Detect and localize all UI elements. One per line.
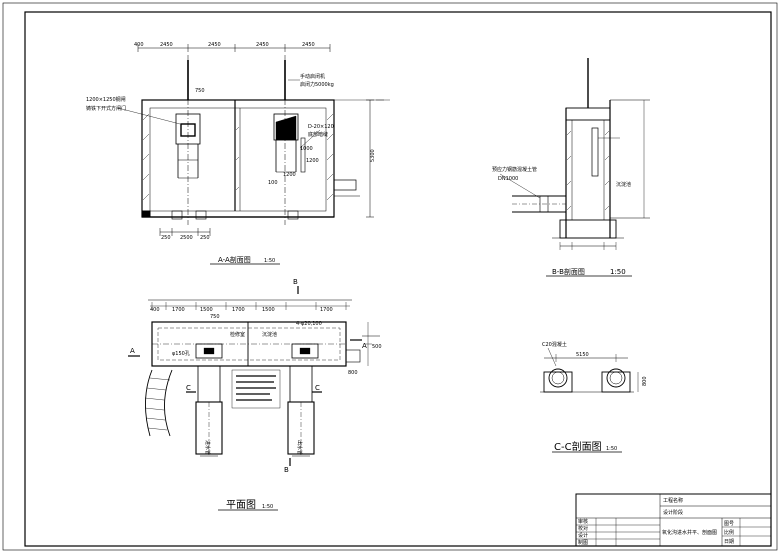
aa-dim-100: 100	[268, 180, 278, 186]
plan-dim-750: 750	[210, 314, 220, 320]
tb-label-scale: 比例	[724, 529, 734, 536]
aa-dim-750: 750	[195, 88, 205, 94]
section-cc-text: C20混凝土 5150 800 C-C剖面图 1:50	[542, 341, 648, 453]
plan-dim-3: 1500	[200, 307, 213, 313]
aa-scale: 1:50	[264, 258, 275, 264]
plan-dim-bolts: 4-φ20,100	[296, 321, 322, 327]
aa-dim-bottom-2: 2500	[180, 235, 193, 241]
cc-dim-height: 800	[642, 376, 648, 386]
aa-title: A-A剖面图	[218, 255, 251, 264]
tb-label-date: 日期	[724, 539, 734, 545]
section-cc-view	[540, 347, 639, 453]
cc-scale: 1:50	[606, 446, 617, 452]
tb-label-review: 审核	[578, 518, 588, 525]
bb-note-pipe: 预应力钢筋混凝土管	[492, 166, 537, 173]
plan-note-outlet: 出水管	[296, 440, 303, 455]
tb-design-stage: 设计阶段	[663, 509, 683, 516]
plan-title: 平面图	[226, 499, 256, 511]
plan-mark-b-bottom: B	[284, 466, 289, 474]
aa-dim-1200: 1200	[283, 172, 296, 178]
section-aa-text: 400 2450 2450 2450 2450 1200×1250钢闸 铸铁下开…	[86, 42, 376, 264]
inner-border	[24, 11, 772, 547]
section-bb-text: 预应力钢筋混凝土管 DN1000 沉淀池 B-B剖面图 1:50	[492, 166, 631, 276]
bb-note-dn: DN1000	[498, 176, 518, 182]
plan-mark-c-right: C	[315, 384, 320, 392]
cc-note-concrete: C20混凝土	[542, 341, 567, 348]
plan-scale: 1:50	[262, 504, 273, 510]
tb-label-number: 图号	[724, 521, 734, 527]
aa-dim-bottom-1: 250	[161, 235, 171, 241]
section-aa-view	[117, 44, 390, 265]
aa-dim-top-3: 2450	[208, 42, 221, 48]
bb-scale: 1:50	[610, 268, 626, 276]
plan-text: 400 1700 1500 1700 1500 1700 750 4-φ20,1…	[130, 278, 382, 511]
aa-dim-top-4: 2450	[256, 42, 269, 48]
aa-dim-top-2: 2450	[160, 42, 173, 48]
bb-title: B-B剖面图	[552, 267, 585, 276]
bb-note-tank: 沉淀池	[616, 181, 631, 188]
section-bb-view	[499, 58, 650, 277]
plan-note-room: 检修室	[230, 331, 245, 338]
plan-mark-c-left: C	[186, 384, 191, 392]
plan-note-tank: 沉淀池	[262, 331, 277, 338]
aa-dim-top-1: 400	[134, 42, 144, 48]
plan-view	[128, 286, 380, 511]
tb-drawing-name: 氧化沟进水井平、剖面图	[662, 529, 717, 536]
cc-dim-width: 5150	[576, 352, 589, 358]
tb-project-name: 工程名称	[663, 497, 683, 504]
tb-label-check: 校对	[578, 525, 588, 532]
plan-dim-5: 1500	[262, 307, 275, 313]
aa-note-gate-type: 铸铁下开式方闸门	[86, 105, 126, 112]
plan-dim-500: 500	[372, 344, 382, 350]
aa-dim-bottom-3: 250	[200, 235, 210, 241]
title-block-text: 工程名称 设计阶段 氧化沟进水井平、剖面图 审核 校对 设计 制图 图号 比例 …	[578, 497, 734, 546]
plan-mark-a-left: A	[130, 347, 135, 355]
plan-dim-6: 1700	[320, 307, 333, 313]
plan-dim-2: 1700	[172, 307, 185, 313]
plan-mark-a-right: A	[362, 342, 367, 350]
tb-label-draft: 制图	[578, 539, 588, 546]
aa-dim-1000: 1000	[300, 146, 313, 152]
title-block	[575, 493, 772, 547]
aa-note-hoist: 手动启闭机	[300, 73, 325, 80]
aa-note-bolt: D-20×120	[308, 124, 334, 130]
tb-label-design: 设计	[578, 532, 588, 539]
plan-note-inlet: 进水管	[204, 440, 211, 455]
plan-dim-hole: φ150孔	[172, 350, 190, 357]
aa-dim-height: 5300	[370, 149, 376, 162]
cc-title: C-C剖面图	[554, 440, 602, 453]
aa-note-force: 启闭力5000kg	[300, 81, 334, 88]
plan-dim-800: 800	[348, 370, 358, 376]
plan-mark-b-top: B	[293, 278, 298, 286]
aa-note-gate-size: 1200×1250钢闸	[86, 96, 126, 103]
aa-note-joint: 底部暗缝	[308, 131, 328, 138]
aa-dim-1200b: 1200	[306, 158, 319, 164]
aa-dim-top-5: 2450	[302, 42, 315, 48]
plan-dim-4: 1700	[232, 307, 245, 313]
plan-dim-1: 400	[150, 307, 160, 313]
